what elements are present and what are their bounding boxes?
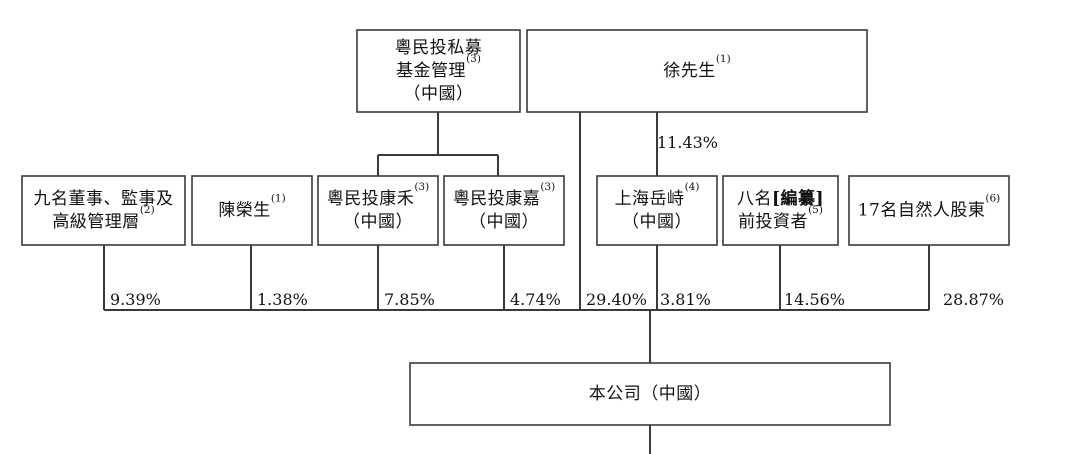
node-label-directors-supervisors-line1: 高級管理層(2) <box>52 204 154 232</box>
node-box-kanghe <box>317 175 439 246</box>
node-label-directors-supervisors-line0: 九名董事、監事及 <box>34 189 174 209</box>
node-box-chen-rongsheng <box>191 175 313 246</box>
node-box-eight-pre-investors <box>722 175 839 246</box>
node-label-the-company-line0: 本公司（中國） <box>589 384 712 404</box>
node-label-mr-xu-line0: 徐先生(1) <box>663 53 730 81</box>
node-seventeen-natural-persons: 17名自然人股東(6) <box>848 175 1010 246</box>
node-label-shanghai-yuezhi-line1: （中國） <box>622 212 692 232</box>
node-label-kanghe-line0: 粵民投康禾(3) <box>327 181 429 209</box>
percentage-pct-3-81: 3.81% <box>660 290 711 309</box>
node-eight-pre-investors: 八名[編纂]前投資者(5) <box>722 175 839 246</box>
node-label-kanghe-line1: （中國） <box>343 212 413 232</box>
node-the-company: 本公司（中國） <box>409 362 891 426</box>
percentage-pct-28-87%: 28.87% <box>943 290 1004 309</box>
node-label-fund-manager-line1: 基金管理(3) <box>396 53 481 81</box>
node-kangjia: 粵民投康嘉(3) （中國） <box>443 175 565 246</box>
node-box-the-company <box>409 362 891 426</box>
node-label-kangjia-line1: （中國） <box>469 212 539 232</box>
node-kanghe: 粵民投康禾(3) （中國） <box>317 175 439 246</box>
percentage-pct-9-39: 9.39% <box>110 290 161 309</box>
node-label-seventeen-natural-persons-line0: 17名自然人股東(6) <box>858 193 1001 221</box>
node-box-kangjia <box>443 175 565 246</box>
percentage-pct-7-85: 7.85% <box>384 290 435 309</box>
node-chen-rongsheng: 陳榮生(1) <box>191 175 313 246</box>
node-label-shanghai-yuezhi-line0: 上海岳峙(4) <box>615 181 700 209</box>
node-box-seventeen-natural-persons <box>848 175 1010 246</box>
percentage-pct-14-56: 14.56% <box>784 290 845 309</box>
node-box-mr-xu <box>526 29 868 113</box>
node-label-fund-manager-line0: 粵民投私募 <box>395 38 483 58</box>
node-box-fund-manager <box>356 29 521 113</box>
node-label-fund-manager-line2: （中國） <box>404 84 474 104</box>
node-label-kangjia-line0: 粵民投康嘉(3) <box>453 181 555 209</box>
node-box-directors-supervisors <box>21 175 186 246</box>
percentage-pct-29-40: 29.40% <box>586 290 647 309</box>
node-shanghai-yuezhi: 上海岳峙(4) （中國） <box>596 175 718 246</box>
percentage-pct-1-38: 1.38% <box>257 290 308 309</box>
node-label-eight-pre-investors-line0: 八名[編纂] <box>737 188 824 209</box>
connector-lines <box>103 112 930 454</box>
node-mr-xu: 徐先生(1) <box>526 29 868 113</box>
percentage-pct-11-43: 11.43% <box>657 133 718 152</box>
node-label-chen-rongsheng-line0: 陳榮生(1) <box>218 193 285 221</box>
node-box-shanghai-yuezhi <box>596 175 718 246</box>
node-label-eight-pre-investors-line1: 前投資者(5) <box>738 204 823 232</box>
percentage-pct-4-74: 4.74% <box>510 290 561 309</box>
ownership-percentage-labels: 11.43% 9.39% 1.38% 7.85% 4.74% 29.40% 3.81% 14.… <box>110 133 1004 309</box>
